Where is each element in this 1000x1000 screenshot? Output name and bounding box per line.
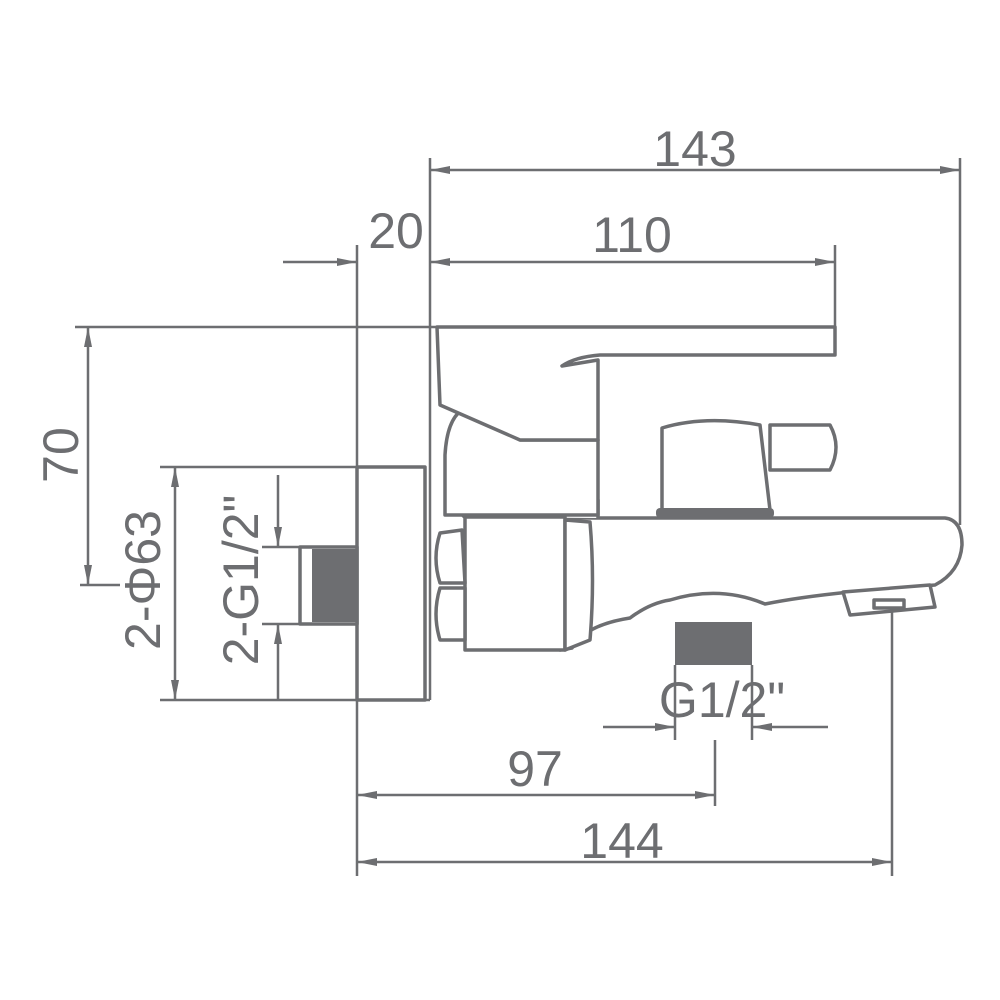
dim-label-144: 144 [580,813,663,869]
dim-label-flange-diameter: 2-Φ63 [115,510,171,650]
spout [558,516,964,652]
diverter-base-ring [656,508,774,518]
cartridge-body [443,408,600,517]
diverter-lever [768,423,838,472]
hex-nut [434,528,467,642]
nut-collar [563,518,595,652]
lever-handle [435,325,837,442]
outlet-thread [675,622,752,665]
diverter-knob [660,418,772,512]
dimension-lines [84,166,960,866]
connector-nut [463,515,567,652]
wall-flange [355,465,427,702]
inlet-thread [312,549,356,622]
faucet-body [298,325,964,702]
dim-label-outlet-thread: G1/2" [659,672,785,728]
dim-label-143: 143 [653,121,736,177]
dim-label-110: 110 [592,207,672,263]
dim-label-inlet-thread: 2-G1/2" [213,495,269,666]
dim-label-70: 70 [33,427,89,483]
dim-label-20: 20 [368,203,424,259]
dim-label-97: 97 [507,741,563,797]
aerator-slot [872,598,906,610]
